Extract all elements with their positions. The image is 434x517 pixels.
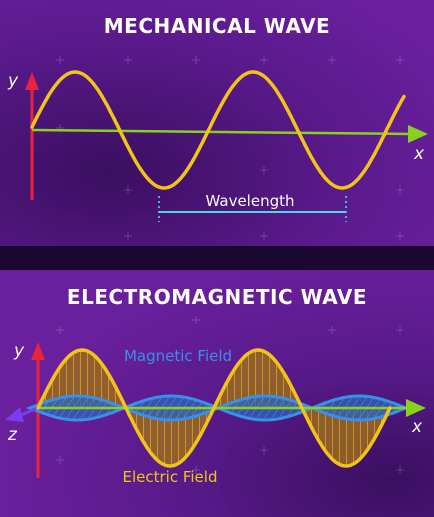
- electric-field-curve: [36, 348, 392, 468]
- mechanical-x-axis: [31, 128, 413, 136]
- mechanical-wave-curve: [30, 70, 406, 190]
- mechanical-title: MECHANICAL WAVE: [104, 14, 330, 38]
- em-x-label: x: [411, 417, 423, 437]
- em-y-arrowhead: [31, 342, 45, 360]
- electric-field-label: Electric Field: [123, 468, 218, 486]
- mechanical-y-arrowhead: [25, 72, 39, 90]
- em-z-label: z: [7, 425, 18, 445]
- electromagnetic-title: ELECTROMAGNETIC WAVE: [67, 285, 367, 309]
- mechanical-x-label: x: [413, 144, 425, 164]
- mechanical-y-label: y: [7, 71, 19, 91]
- wavelength-label: Wavelength: [206, 192, 295, 210]
- magnetic-field-label: Magnetic Field: [124, 347, 232, 365]
- mechanical-panel-background: [0, 0, 434, 246]
- em-z-arrowhead: [5, 407, 24, 422]
- em-y-label: y: [13, 341, 25, 361]
- mechanical-x-arrowhead: [408, 125, 428, 143]
- panel-divider: [0, 246, 434, 270]
- em-x-arrowhead: [406, 399, 426, 417]
- background-plus-markers: [56, 56, 404, 474]
- wavelength-marker: [158, 196, 347, 222]
